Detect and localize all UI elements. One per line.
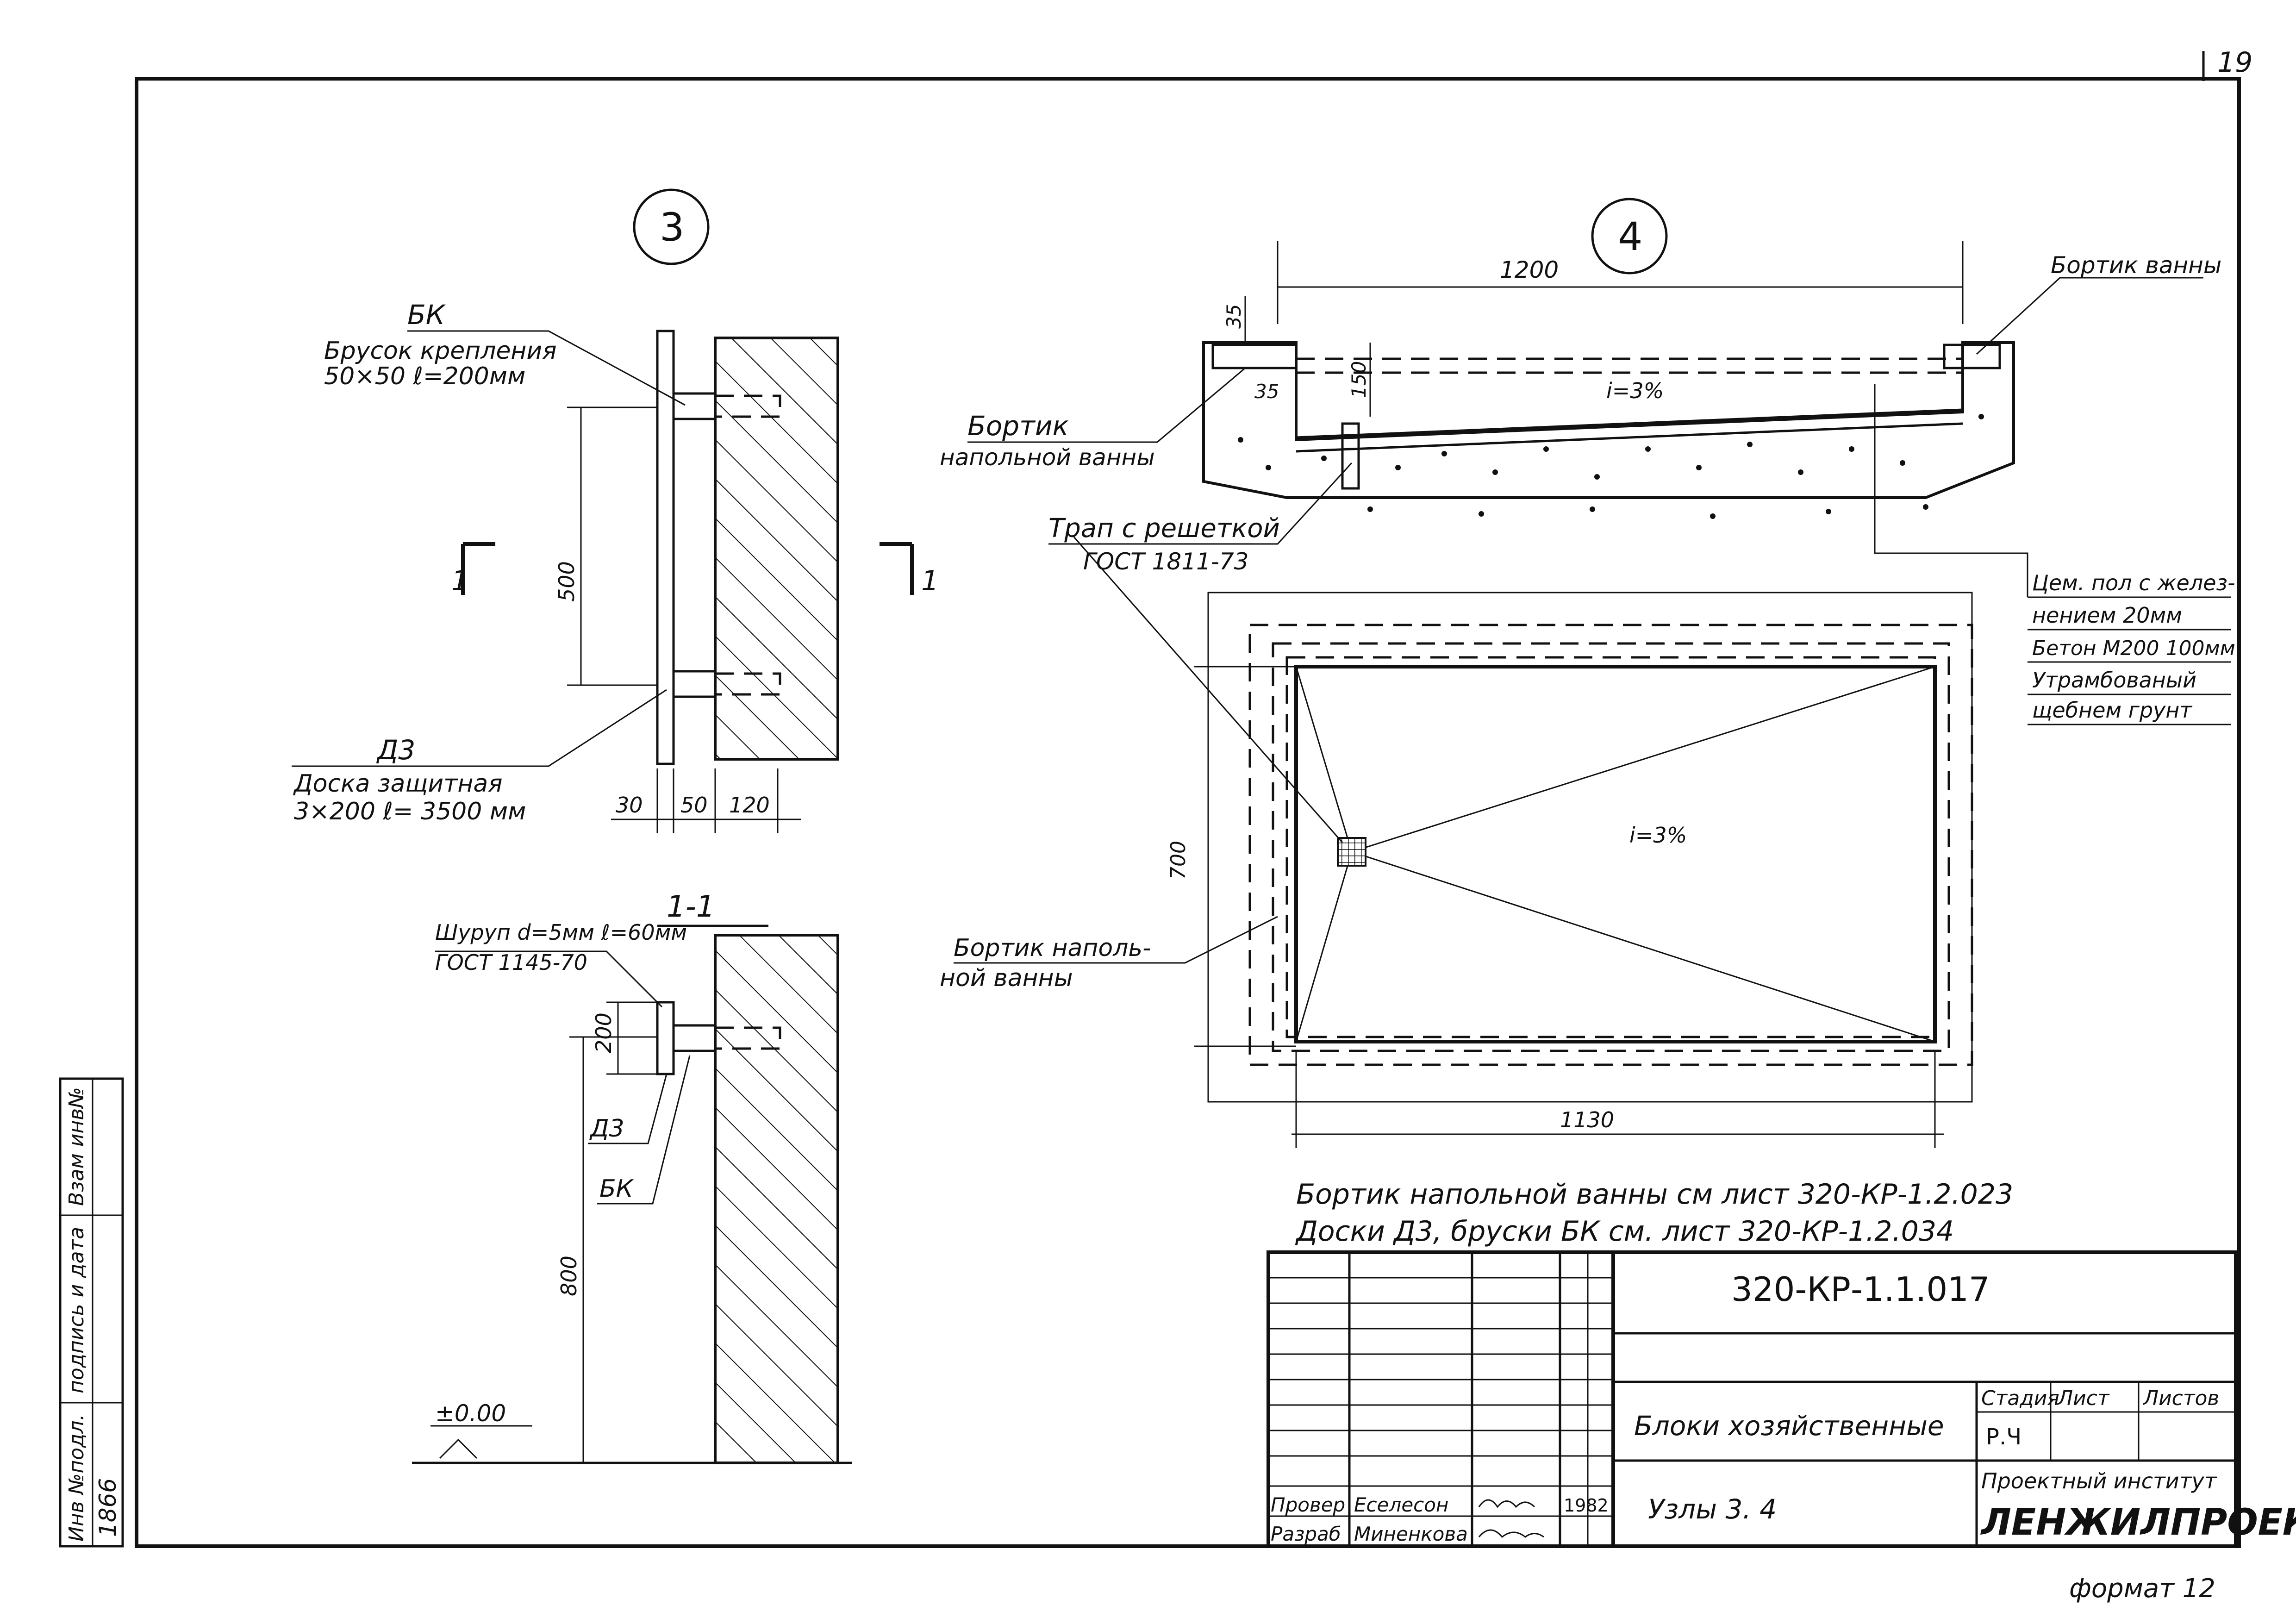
- title-name: Блоки хозяйственные: [1634, 1410, 1944, 1442]
- format-label: формат 12: [2069, 1574, 2215, 1604]
- plan-bortik-line2: ной ванны: [940, 964, 1073, 992]
- title-col-stage: Стадия: [1981, 1387, 2059, 1410]
- node-3-bk-code: БК: [407, 299, 446, 331]
- node-3-marker-circle: [633, 188, 710, 265]
- section-1-1-dim-800: 800: [556, 1255, 581, 1296]
- signature-dev: [1478, 1529, 1544, 1538]
- section-1-1-bar: [672, 1024, 717, 1052]
- node-4-layer3-line1: Утрамбованый: [2032, 668, 2196, 693]
- node-4-layer1-line1: Цем. пол с желез-: [2032, 570, 2235, 595]
- node-3-dim-30: 30: [616, 793, 643, 818]
- node-3-d3-line2: 3×200 ℓ= 3500 мм: [294, 798, 526, 825]
- node-3-dim-50: 50: [680, 793, 708, 818]
- title-code: 320-КР-1.1.017: [1731, 1270, 1990, 1309]
- page-number: 19: [2217, 46, 2252, 79]
- node-4-dim-35-top: 35: [1223, 304, 1245, 329]
- note-line2: Доски Д3, бруски БК см. лист 320-КР-1.2.…: [1295, 1215, 1954, 1248]
- node-4-slope-section: i=3%: [1606, 378, 1664, 403]
- node-4-marker: 4: [1618, 214, 1642, 259]
- stamp-inv-value: 1866: [94, 1478, 121, 1537]
- title-stage-value: Р.Ч: [1986, 1424, 2021, 1450]
- node-3-bk-line2: 50×50 ℓ=200мм: [324, 362, 525, 390]
- node-4-dim-1200: 1200: [1500, 256, 1559, 283]
- section-1-1-wall: [714, 934, 839, 1464]
- node-4-layer1-line2: нением 20мм: [2032, 603, 2182, 628]
- plan-dim-1130: 1130: [1560, 1107, 1614, 1132]
- side-stamp: [59, 1077, 124, 1548]
- section-1-1: [412, 924, 852, 1464]
- section-mark-left: 1: [451, 565, 469, 597]
- section-1-1-title: 1-1: [667, 890, 715, 924]
- title-role-check: Провер: [1271, 1493, 1345, 1516]
- title-name-check: Еселесон: [1354, 1493, 1448, 1516]
- node-3-board-d3: [656, 330, 675, 765]
- title-institute-line2: ЛЕНЖИЛПРОЕКТ: [1980, 1502, 2296, 1543]
- section-1-1-d3: Д3: [589, 1115, 624, 1143]
- node-3-dim-500: 500: [554, 561, 579, 602]
- plan-bortik-line1: Бортик наполь-: [954, 934, 1151, 962]
- node-4-section: [967, 198, 2231, 725]
- section-1-1-level: ±0.00: [435, 1400, 506, 1427]
- node-4-plan: [954, 537, 1973, 1148]
- section-1-1-screw-line2: ГОСТ 1145-70: [435, 950, 587, 975]
- stamp-inv-podl: Инв №подл.: [65, 1414, 88, 1542]
- title-role-dev: Разраб: [1271, 1523, 1341, 1545]
- title-year: 1982: [1564, 1495, 1609, 1516]
- title-name-dev: Миненкова: [1354, 1523, 1468, 1545]
- node-4-dim-150: 150: [1348, 361, 1370, 398]
- node-4-bath-body: [1202, 341, 2015, 499]
- title-block: [1267, 1250, 2238, 1548]
- node-4-dim-35-side: 35: [1254, 380, 1279, 403]
- signature-check: [1478, 1499, 1535, 1508]
- sheet-frame: [135, 51, 2241, 1548]
- stamp-podpis-data: подпись и дата: [65, 1227, 88, 1393]
- title-col-sheet: Лист: [2057, 1387, 2110, 1410]
- node-3-bar-top: [672, 392, 717, 420]
- node-3-bar-bottom: [672, 670, 717, 698]
- node-3-wall: [714, 337, 839, 761]
- node-4-trap-line1: Трап с решеткой: [1048, 513, 1280, 543]
- node-4-bortik-napol-line1: Бортик: [967, 410, 1069, 442]
- node-3-dim-120: 120: [729, 793, 770, 818]
- node-4-layer3-line2: щебнем грунт: [2032, 698, 2192, 723]
- section-1-1-bk: БК: [599, 1175, 634, 1203]
- section-1-1-dim-200: 200: [591, 1012, 616, 1053]
- node-4-trap-line2: ГОСТ 1811-73: [1083, 548, 1248, 575]
- node-3-d3-code: Д3: [376, 734, 415, 766]
- node-4-layer2: Бетон М200 100мм: [2032, 637, 2235, 660]
- title-col-sheets: Листов: [2142, 1387, 2219, 1410]
- title-sheet-title: Узлы 3. 4: [1648, 1493, 1777, 1525]
- node-3-d3-line1: Доска защитная: [293, 770, 503, 798]
- plan-bath-edge: [1294, 665, 1937, 1043]
- plan-outer-boundary: [1207, 592, 1973, 1103]
- plan-slope: i=3%: [1629, 823, 1687, 848]
- node-3-bk-line1: Брусок крепления: [324, 337, 557, 365]
- stamp-vzam-inv: Взам инв№: [65, 1087, 88, 1206]
- node-4-bortik-napol-line2: напольной ванны: [940, 444, 1155, 471]
- section-1-1-board: [656, 1001, 675, 1075]
- section-mark-right: 1: [921, 565, 939, 597]
- section-1-1-screw-line1: Шуруп d=5мм ℓ=60мм: [435, 920, 687, 945]
- title-institute-line1: Проектный институт: [1981, 1468, 2217, 1493]
- node-4-bortik-vanny: Бортик ванны: [2051, 252, 2221, 279]
- node-3: [292, 188, 914, 833]
- note-line1: Бортик напольной ванны см лист 320-КР-1.…: [1296, 1178, 2013, 1211]
- plan-dim-700: 700: [1167, 841, 1190, 880]
- node-3-marker: 3: [660, 205, 684, 250]
- node-4-marker-circle: [1591, 198, 1668, 275]
- node-4-aggregate: [1238, 414, 1984, 519]
